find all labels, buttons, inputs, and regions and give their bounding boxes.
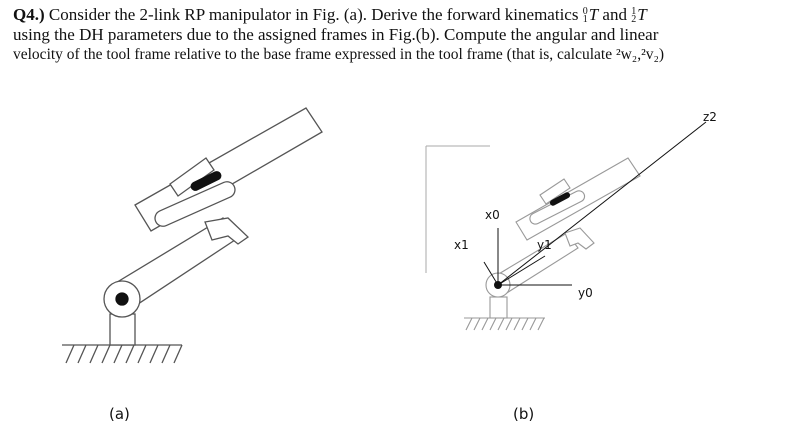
link2-a bbox=[134, 107, 323, 232]
t2-sub: 2 bbox=[631, 14, 637, 26]
label-x0: x0 bbox=[485, 208, 500, 222]
label-z2: z2 bbox=[703, 110, 717, 124]
label-y1: y1 bbox=[537, 238, 552, 252]
question-text: Q4.) Consider the 2-link RP manipulator … bbox=[13, 5, 783, 65]
figure-b: x0 x1 y1 y0 z2 bbox=[425, 110, 717, 331]
pedestal-a bbox=[109, 313, 136, 346]
t2-symbol: T bbox=[637, 5, 647, 24]
pedestal-b bbox=[489, 296, 508, 319]
question-line-1: Q4.) Consider the 2-link RP manipulator … bbox=[13, 5, 783, 25]
question-number: Q4.) bbox=[13, 5, 45, 24]
x1-axis bbox=[483, 261, 499, 286]
t2-sup: 1 bbox=[631, 6, 637, 18]
and-text: and bbox=[598, 5, 632, 24]
t1-sub: 1 bbox=[582, 14, 588, 26]
figure-a bbox=[62, 107, 323, 364]
elbow-b bbox=[564, 227, 595, 250]
t1-sup: 0 bbox=[582, 6, 588, 18]
slider-block-b bbox=[539, 178, 571, 205]
label-y0: y0 bbox=[578, 286, 593, 300]
y1-axis bbox=[497, 255, 546, 286]
ground-a bbox=[62, 344, 183, 364]
caption-a: (a) bbox=[109, 405, 130, 423]
caption-b: (b) bbox=[513, 405, 535, 423]
slot-a bbox=[154, 181, 236, 227]
question-line-2: using the DH parameters due to the assig… bbox=[13, 25, 659, 44]
label-x1: x1 bbox=[454, 238, 469, 252]
joint-dot-a bbox=[115, 292, 129, 306]
elbow-a bbox=[204, 217, 250, 245]
t1-symbol: T bbox=[588, 5, 599, 24]
slider-bar-b bbox=[549, 192, 571, 206]
slider-bar-a bbox=[190, 171, 222, 191]
z2-axis bbox=[497, 121, 707, 286]
question-line-3: velocity of the tool frame relative to t… bbox=[13, 46, 665, 63]
slider-block-a bbox=[169, 157, 215, 197]
question-line-1-text: Consider the 2-link RP manipulator in Fi… bbox=[44, 5, 583, 24]
